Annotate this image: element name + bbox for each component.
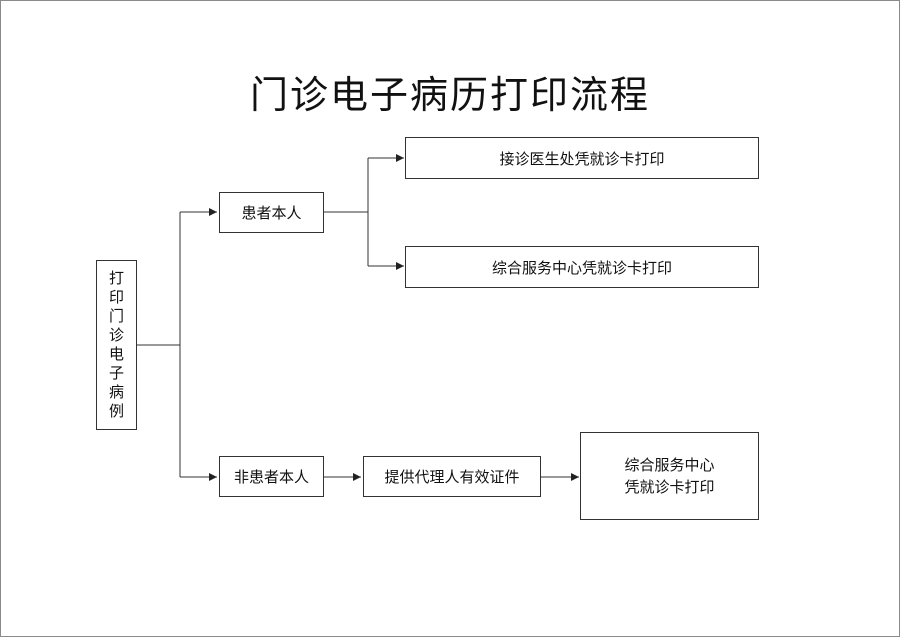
node-service-final: 综合服务中心 凭就诊卡打印 bbox=[580, 432, 759, 520]
node-provide-id-label: 提供代理人有效证件 bbox=[384, 468, 520, 486]
node-self: 患者本人 bbox=[219, 192, 324, 233]
node-nonself: 非患者本人 bbox=[219, 456, 324, 497]
node-service-print: 综合服务中心凭就诊卡打印 bbox=[405, 246, 759, 288]
page-title: 门诊电子病历打印流程 bbox=[249, 73, 650, 117]
node-service-final-line2: 凭就诊卡打印 bbox=[624, 478, 715, 496]
node-doctor-print-label: 接诊医生处凭就诊卡打印 bbox=[499, 149, 665, 168]
node-nonself-label: 非患者本人 bbox=[233, 468, 309, 486]
node-provide-id: 提供代理人有效证件 bbox=[363, 456, 541, 497]
node-root-label: 打印门诊电子病例 bbox=[108, 269, 124, 420]
node-service-print-label: 综合服务中心凭就诊卡打印 bbox=[491, 258, 672, 277]
node-self-label: 患者本人 bbox=[241, 204, 302, 222]
node-service-final-line1: 综合服务中心 bbox=[624, 456, 715, 474]
node-root: 打印门诊电子病例 bbox=[96, 260, 137, 430]
node-doctor-print: 接诊医生处凭就诊卡打印 bbox=[405, 137, 759, 179]
